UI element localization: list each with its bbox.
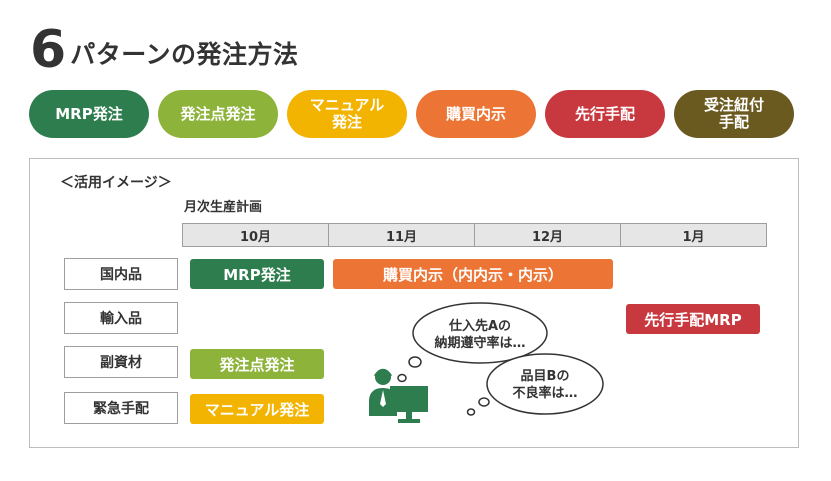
- plan-label: 月次生産計画: [184, 200, 263, 215]
- month-11: 11月: [328, 223, 475, 247]
- bubble-2-text: 品目Bの 不良率は…: [512, 369, 578, 401]
- page-title: 6 パターンの発注方法: [30, 18, 298, 76]
- bar-mrp: MRP発注: [190, 259, 324, 289]
- row-domestic: 国内品: [64, 258, 178, 290]
- month-10: 10月: [182, 223, 329, 247]
- thought-bubble-1: [397, 302, 548, 383]
- pattern-manual: マニュアル発注: [287, 90, 407, 138]
- title-number: 6: [30, 20, 67, 80]
- person-at-computer-icon: [369, 368, 428, 423]
- row-subsidiary: 副資材: [64, 346, 178, 378]
- panel-label: ＜活用イメージ＞: [60, 175, 172, 191]
- bubble-1-text: 仕入先Aの 納期遵守率は…: [434, 319, 526, 351]
- bar-manual: マニュアル発注: [190, 394, 324, 424]
- thought-bubble-2: [466, 353, 604, 416]
- row-imported: 輸入品: [64, 302, 178, 334]
- bar-advance-mrp: 先行手配MRP: [626, 304, 760, 334]
- month-12: 12月: [474, 223, 621, 247]
- bar-reorder-point: 発注点発注: [190, 349, 324, 379]
- title-text: パターンの発注方法: [70, 40, 299, 69]
- pattern-reorder-point: 発注点発注: [158, 90, 278, 138]
- month-1: 1月: [620, 223, 767, 247]
- pattern-purchase-forecast: 購買内示: [416, 90, 536, 138]
- row-urgent: 緊急手配: [64, 392, 178, 424]
- bar-purchase-forecast: 購買内示（内内示・内示）: [333, 259, 613, 289]
- pattern-order-linked: 受注紐付手配: [674, 90, 794, 138]
- pattern-advance-arrangement: 先行手配: [545, 90, 665, 138]
- pattern-mrp: MRP発注: [29, 90, 149, 138]
